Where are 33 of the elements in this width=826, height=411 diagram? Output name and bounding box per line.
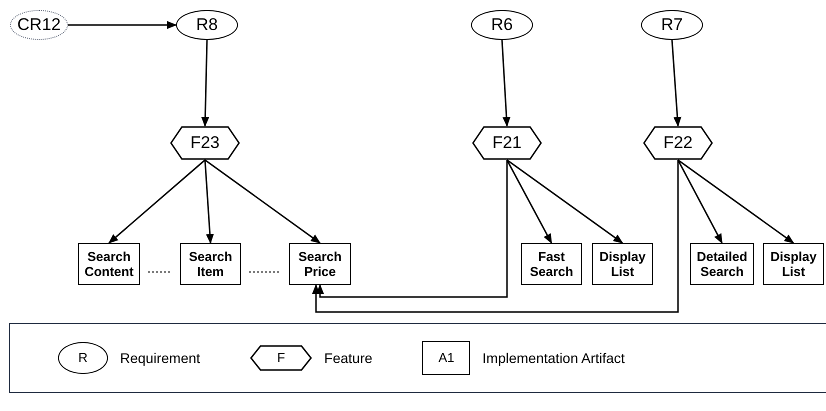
feature-hexagon: F23 [170,126,240,160]
legend-label: Requirement [120,348,200,368]
arrow [312,160,679,313]
artifact-box: Fast Search [521,243,582,285]
arrow [678,159,794,244]
artifact-box: Display List [763,243,824,285]
arrow [671,40,682,127]
requirement-ellipse: R8 [176,10,238,40]
artifact-box: Detailed Search [690,243,754,285]
artifact-box: Display List [592,243,653,285]
arrow [68,21,177,29]
legend-box-sample: A1 [422,341,470,375]
feature-hexagon: F22 [643,126,713,160]
artifact-box: Search Content [78,243,140,285]
arrow [201,40,210,127]
legend-ellipse: R [58,342,108,374]
arrow [108,159,206,244]
arrow [204,159,321,244]
requirement-ellipse: R6 [471,10,533,40]
dotted-ellipse: CR12 [10,10,68,40]
legend-hexagon: F [250,345,312,371]
requirement-ellipse: R7 [641,10,703,40]
arrow [506,159,624,244]
arrow [204,160,214,244]
arrow [501,40,510,127]
artifact-box: Search Item [180,243,241,285]
legend-label: Implementation Artifact [482,348,625,368]
arrow [316,160,508,298]
arrow [677,160,723,244]
artifact-box: Search Price [289,243,351,285]
arrow [506,160,552,244]
feature-hexagon: F21 [472,126,542,160]
legend-label: Feature [324,348,372,368]
